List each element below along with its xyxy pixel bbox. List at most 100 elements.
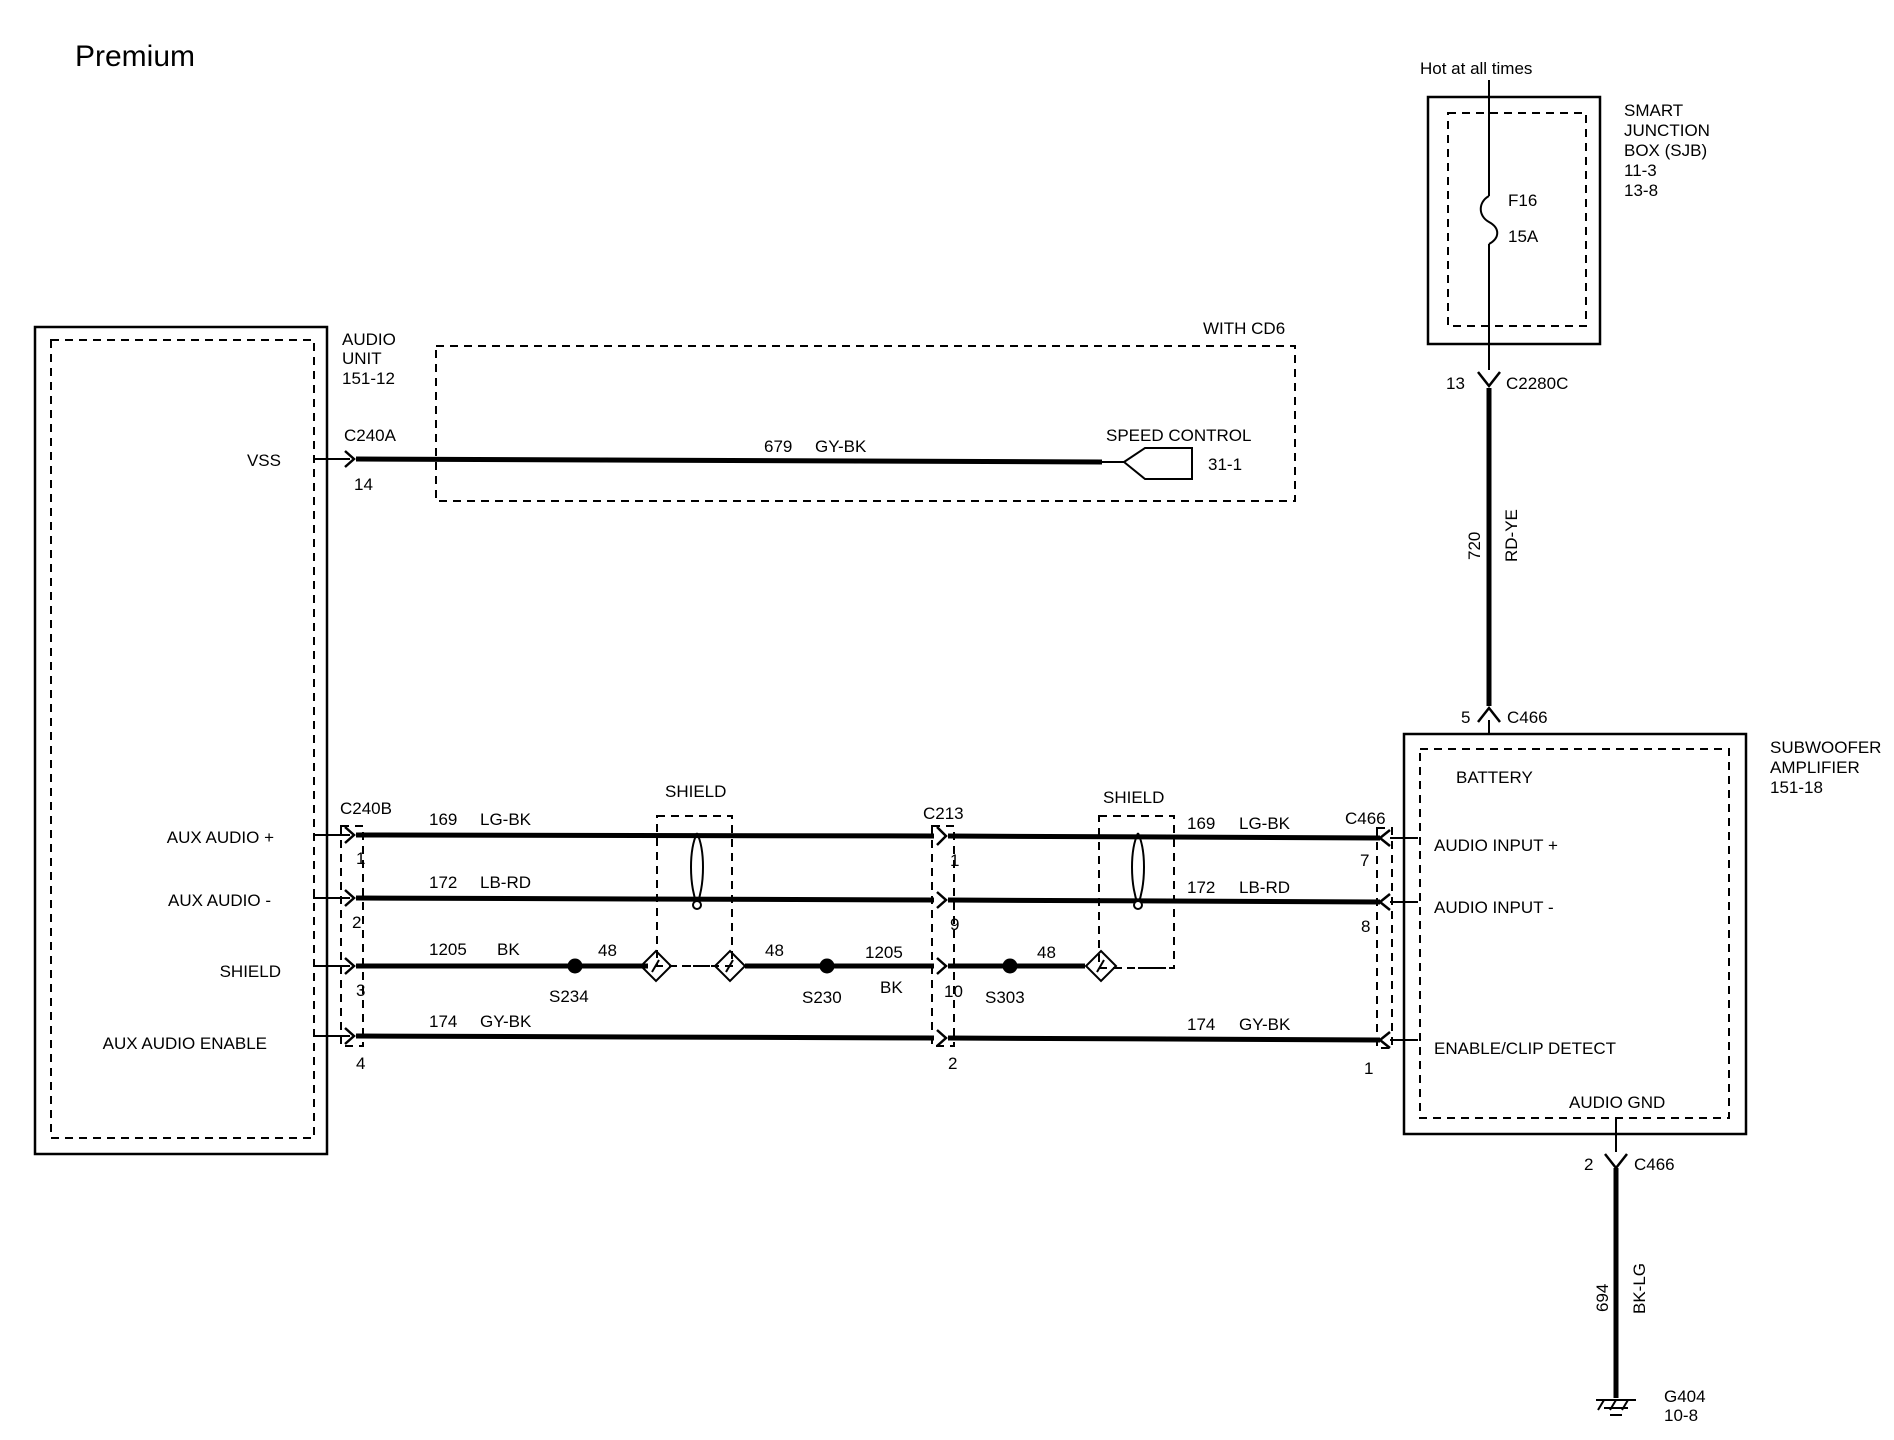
wire-169-right-color: LG-BK <box>1239 814 1291 833</box>
splice-s303-icon <box>1002 958 1018 974</box>
wire-169-right <box>947 833 1381 841</box>
shield-left-terminal-icon <box>692 900 702 910</box>
wire-1205-middle-circuit: 1205 <box>865 943 903 962</box>
wire-172-right <box>947 897 1381 905</box>
c240a-pin-label: 14 <box>354 475 373 494</box>
with-cd6-box <box>435 345 1296 502</box>
splice-s230-label: S230 <box>802 988 842 1007</box>
wire-172-left-circuit: 172 <box>429 873 457 892</box>
subwoofer-amplifier: SUBWOOFER AMPLIFIER 151-18 BATTERY AUDIO… <box>1402 732 1881 1136</box>
audio-unit-name-line-3: 151-12 <box>342 369 395 388</box>
pin-aux-audio-plus-label: AUX AUDIO + <box>167 828 274 847</box>
shield-left-label: SHIELD <box>665 782 726 801</box>
pin-vss-label: VSS <box>247 451 281 470</box>
audio-unit-name-line-2: UNIT <box>342 349 382 368</box>
audio-unit-outer-box <box>33 325 329 1156</box>
amp-name-line-3: 151-18 <box>1770 778 1823 797</box>
c240b-pin-1: 1 <box>356 849 365 868</box>
amp-audio-gnd-label: AUDIO GND <box>1569 1093 1665 1112</box>
c240b-dashed-outline <box>340 825 364 1047</box>
wire-48-label-1: 48 <box>598 941 617 960</box>
c466-bottom-connector-icon <box>1604 1153 1628 1171</box>
amp-name-line-1: SUBWOOFER <box>1770 738 1881 757</box>
wire-720-circuit-label: 720 <box>1465 532 1484 560</box>
wire-174-right <box>947 1035 1381 1043</box>
c213-dashed-outline <box>931 825 955 1047</box>
wire-679-circuit-label: 679 <box>764 437 792 456</box>
wire-169-left <box>355 832 935 839</box>
shield-left-twist-icon <box>690 832 704 906</box>
c240b-pin1-arrow-icon <box>344 826 356 844</box>
shield-drain-diamond-tick-3 <box>1096 959 1105 973</box>
c2280c-connector-icon <box>1477 371 1501 389</box>
wire-1205-middle-color: BK <box>880 978 903 997</box>
ground-circuit: 2 C466 694 BK-LG G404 10-8 <box>1584 1118 1706 1425</box>
pin-aux-audio-minus-label: AUX AUDIO - <box>168 891 271 910</box>
wire-1205-color: BK <box>497 940 520 959</box>
shield-drain-diamond-icon-3 <box>1084 949 1118 983</box>
connector-c213: C213 1 9 10 2 <box>923 804 964 1073</box>
pin-shield-label: SHIELD <box>220 962 281 981</box>
wire-48-label-3: 48 <box>1037 943 1056 962</box>
wire-48-label-2: 48 <box>765 941 784 960</box>
amp-name-line-2: AMPLIFIER <box>1770 758 1860 777</box>
splice-s234-label: S234 <box>549 987 589 1006</box>
c213-pin9-arrow-icon <box>936 891 948 909</box>
wire-174-right-color: GY-BK <box>1239 1015 1291 1034</box>
c213-pin10-arrow-icon <box>936 957 948 975</box>
wire-174-left-circuit: 174 <box>429 1012 457 1031</box>
amp-input-minus-label: AUDIO INPUT - <box>1434 898 1554 917</box>
ground-ref-label: 10-8 <box>1664 1406 1698 1425</box>
c466-top-connector-icon <box>1477 705 1501 723</box>
c466-pin-1: 1 <box>1364 1059 1373 1078</box>
fuse-label: F16 <box>1508 191 1537 210</box>
sjb-name-line-1: SMART <box>1624 101 1683 120</box>
wire-169-left-circuit: 169 <box>429 810 457 829</box>
shield-right: SHIELD <box>1098 788 1175 969</box>
pin-aux-audio-enable-label: AUX AUDIO ENABLE <box>103 1034 267 1053</box>
shield-right-outline <box>1098 815 1175 969</box>
c240b-pin-2: 2 <box>352 913 361 932</box>
c240a-connector-icon <box>344 450 356 468</box>
c466-pin-8: 8 <box>1361 917 1370 936</box>
c466-pin1-arrow-icon <box>1377 1031 1391 1049</box>
shield-drain-diamond-icon-2 <box>713 949 747 983</box>
c240b-pin3-arrow-icon <box>344 957 356 975</box>
audio-unit: AUDIO UNIT 151-12 VSS AUX AUDIO + AUX AU… <box>33 325 396 1156</box>
c213-pin-1: 1 <box>950 851 959 870</box>
c466-pin7-arrow-icon <box>1377 829 1391 847</box>
wire-720-color-label: RD-YE <box>1502 509 1521 562</box>
shield-drain-diamond-icon-1 <box>639 949 673 983</box>
connector-c466-right: C466 7 8 1 <box>1345 809 1418 1078</box>
wire-1205-circuit: 1205 <box>429 940 467 959</box>
c2280c-pin-label: 13 <box>1446 374 1465 393</box>
c213-label: C213 <box>923 804 964 823</box>
sjb-name-line-3: BOX (SJB) <box>1624 141 1707 160</box>
wire-174-left-color: GY-BK <box>480 1012 532 1031</box>
wire-174-right-circuit: 174 <box>1187 1015 1215 1034</box>
c466-pin-7: 7 <box>1360 851 1369 870</box>
c466-bottom-pin-label: 2 <box>1584 1155 1593 1174</box>
sjb-name-line-5: 13-8 <box>1624 181 1658 200</box>
with-cd6-label: WITH CD6 <box>1203 319 1285 338</box>
splice-s234-icon <box>567 958 583 974</box>
shield-drain-diamond-tick-1 <box>651 959 660 973</box>
c213-pin-9: 9 <box>950 915 959 934</box>
sjb-name-line-4: 11-3 <box>1624 161 1657 180</box>
sjb-inner-box <box>1447 112 1587 327</box>
c240b-pin-3: 3 <box>356 981 365 1000</box>
speed-control-connector-icon <box>1122 447 1193 480</box>
ground-g404-label: G404 <box>1664 1387 1706 1406</box>
speed-control-ref-label: 31-1 <box>1208 455 1242 474</box>
audio-unit-inner-box <box>50 339 315 1139</box>
fuse-f16-icon <box>1479 195 1499 245</box>
shield-right-label: SHIELD <box>1103 788 1164 807</box>
amp-inner-box <box>1419 748 1730 1119</box>
c240b-pin4-arrow-icon <box>344 1027 356 1045</box>
wire-679-gy-bk <box>355 456 1103 465</box>
c213-pin-10: 10 <box>944 982 963 1001</box>
amp-outer-box <box>1402 732 1748 1136</box>
c466-right-label: C466 <box>1345 809 1386 828</box>
splice-s303-label: S303 <box>985 988 1025 1007</box>
